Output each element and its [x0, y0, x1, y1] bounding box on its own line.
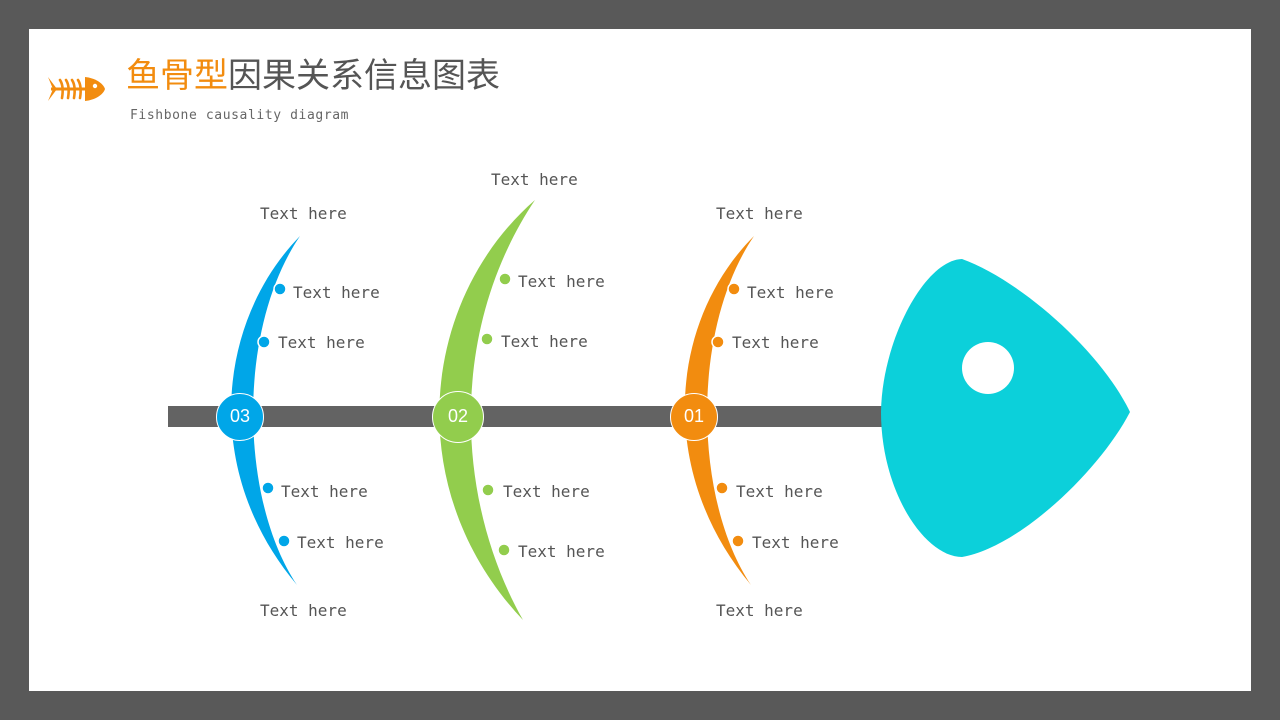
bone-01-upper-point-2: Text here — [732, 333, 819, 352]
bone-02-shape — [439, 200, 535, 620]
point-dot — [711, 335, 725, 349]
bone-03-bottom-label: Text here — [260, 601, 347, 620]
bone-01-top-label: Text here — [716, 204, 803, 223]
point-dot — [498, 272, 512, 286]
point-dot — [731, 534, 745, 548]
point-dot — [277, 534, 291, 548]
point-dot — [481, 483, 495, 497]
fish-skeleton-icon — [47, 74, 107, 108]
bone-01-shape — [684, 236, 754, 585]
bone-03-lower-point-1: Text here — [281, 482, 368, 501]
bone-03-upper-point-2: Text here — [278, 333, 365, 352]
fish-head — [881, 259, 1130, 557]
point-dot — [727, 282, 741, 296]
bone-02-lower-point-2: Text here — [518, 542, 605, 561]
page-title: 鱼骨型因果关系信息图表 — [126, 54, 500, 98]
bone-01-bottom-label: Text here — [716, 601, 803, 620]
bone-number-03: 03 — [216, 393, 264, 441]
bone-02-lower-point-1: Text here — [503, 482, 590, 501]
bone-03-lower-point-2: Text here — [297, 533, 384, 552]
bone-02-top-label: Text here — [491, 170, 578, 189]
bone-02-upper-point-1: Text here — [518, 272, 605, 291]
bone-01-upper-point-1: Text here — [747, 283, 834, 302]
title-accent: 鱼骨型 — [126, 56, 228, 96]
point-dot — [273, 282, 287, 296]
bone-03-top-label: Text here — [260, 204, 347, 223]
point-dot — [497, 543, 511, 557]
spine — [168, 406, 908, 427]
point-dot — [257, 335, 271, 349]
point-dot — [715, 481, 729, 495]
bone-01-lower-point-2: Text here — [752, 533, 839, 552]
bone-03-upper-point-1: Text here — [293, 283, 380, 302]
point-dot — [480, 332, 494, 346]
page-subtitle: Fishbone causality diagram — [130, 108, 350, 123]
bone-03-shape — [231, 236, 300, 585]
bone-number-02: 02 — [432, 391, 484, 443]
bone-02-upper-point-2: Text here — [501, 332, 588, 351]
bone-01-lower-point-1: Text here — [736, 482, 823, 501]
title-rest: 因果关系信息图表 — [228, 56, 500, 96]
point-dot — [261, 481, 275, 495]
bone-number-01: 01 — [670, 393, 718, 441]
fish-eye — [962, 342, 1014, 394]
